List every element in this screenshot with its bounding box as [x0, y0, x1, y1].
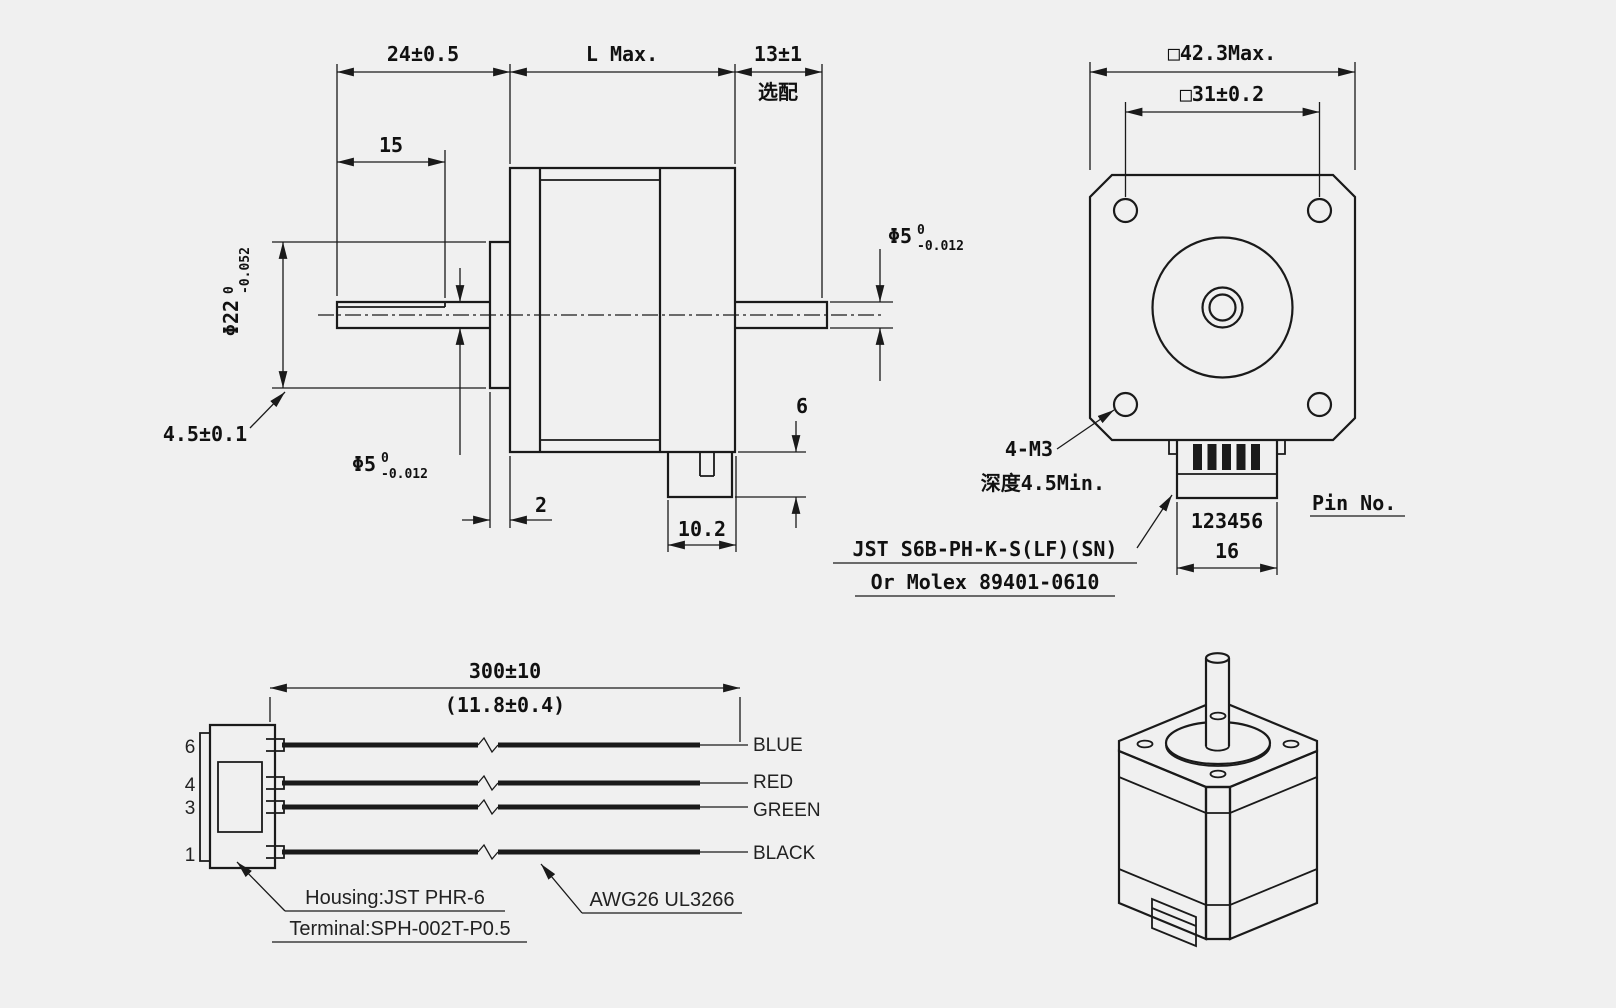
dim-hole-pitch-label: □31±0.2 [1180, 82, 1264, 106]
front-connector [1168, 440, 1286, 500]
iso-shaft-body [1206, 658, 1229, 746]
iso-connector [1151, 897, 1197, 948]
dim-rear-shaft-label: 13±1 [754, 42, 802, 66]
lead-wires [282, 736, 748, 861]
dim-front-shaft-dia: Φ5 0 -0.012 [352, 268, 465, 482]
boss-dia-sup: 0 [222, 286, 237, 294]
wire-label-black: BLACK [753, 843, 816, 864]
dim-flat: 15 [337, 133, 446, 298]
lead-pin-numbers: 6 4 3 1 [185, 737, 196, 866]
wire-label-red: RED [753, 772, 793, 793]
dim-flat-length-label: 15 [379, 133, 403, 157]
dim-body-length-label: L Max. [586, 42, 658, 66]
pin-number-4: 4 [185, 775, 196, 796]
dim-shaft-length-label: 24±0.5 [387, 42, 459, 66]
connector-pin-slot [1222, 444, 1231, 470]
top-dimensions: 24±0.5 L Max. 13±1 选配 [336, 42, 823, 298]
connector-note-line2: Or Molex 89401-0610 [871, 570, 1100, 594]
front-face-outline [1088, 173, 1357, 442]
dim-connector-length-label: 10.2 [678, 517, 726, 541]
connector-pin-slot [1193, 444, 1202, 470]
iso-screw-hole [1282, 739, 1300, 749]
iso-shaft-sides [1204, 658, 1231, 746]
dim-lead-length-label: 300±10 [469, 659, 541, 683]
wire-color-labels: BLUE RED GREEN BLACK [753, 735, 821, 864]
front-shaft-dia-main: Φ5 [352, 452, 376, 476]
iso-shaft-base [1205, 745, 1230, 752]
boss-dia-sub: -0.052 [238, 247, 253, 294]
dim-hole-pitch: □31±0.2 [1124, 82, 1321, 197]
rear-shaft-dia-sub: -0.012 [917, 239, 964, 254]
pin-number-3: 3 [185, 798, 196, 819]
mount-hole-callout: 4-M3 深度4.5Min. [981, 409, 1115, 495]
mount-depth-label: 深度4.5Min. [981, 471, 1105, 495]
dim-boss-diameter: Φ22 0 -0.052 [219, 241, 486, 389]
connector-pin-slot [1207, 444, 1217, 470]
optional-label: 选配 [758, 80, 798, 104]
iso-boss-thickness [1165, 744, 1271, 767]
terminal-note: Terminal:SPH-002T-P0.5 [289, 918, 510, 940]
dim-pilot-depth-label: 2 [535, 493, 547, 517]
iso-front-flange-line [1118, 776, 1318, 814]
pin-no-label: Pin No. [1312, 491, 1396, 515]
mount-hole-top-right [1306, 197, 1333, 224]
connector-pin-slot [1236, 444, 1246, 470]
dim-connector-width-label: 16 [1215, 539, 1239, 563]
mount-hole-bottom-right [1306, 391, 1333, 418]
dim-connector-height: 6 [735, 394, 808, 528]
front-shaft-dia-sup: 0 [381, 451, 389, 466]
pin-number-6: 6 [185, 737, 196, 758]
connector-note-line1: JST S6B-PH-K-S(LF)(SN) [853, 537, 1118, 561]
pin-numbering: 123456 Pin No. 16 [1176, 491, 1405, 575]
iso-front-chamfer-face [1204, 785, 1232, 941]
wiring-notes: Housing:JST PHR-6 Terminal:SPH-002T-P0.5… [236, 861, 742, 943]
wire-gauge-note: AWG26 UL3266 [590, 889, 735, 911]
iso-shaft-top [1204, 652, 1231, 664]
iso-connector-line [1151, 907, 1197, 927]
wire-label-blue: BLUE [753, 735, 803, 756]
dim-connector-height-label: 6 [796, 394, 808, 418]
dim-lead-length-inch-label: (11.8±0.4) [445, 693, 565, 717]
lead-connector-housing [199, 723, 285, 870]
boss-dia-main: Φ22 [219, 300, 243, 336]
dim-lead-length: 300±10 (11.8±0.4) [269, 659, 741, 742]
iso-rear-flange-line [1118, 868, 1318, 906]
connector-part-note: JST S6B-PH-K-S(LF)(SN) Or Molex 89401-06… [833, 494, 1173, 597]
iso-view [1117, 652, 1319, 948]
dim-boss-offset: 4.5±0.1 [163, 391, 286, 446]
motor-body-outline [318, 166, 885, 499]
dim-pilot-depth: 2 [462, 392, 552, 528]
dim-boss-offset-label: 4.5±0.1 [163, 422, 247, 446]
dim-frame-label: □42.3Max. [1168, 41, 1276, 65]
wire-label-green: GREEN [753, 800, 821, 821]
iso-screw-hole [1136, 739, 1154, 749]
iso-screw-hole [1209, 711, 1227, 721]
front-shaft-dia-sub: -0.012 [381, 467, 428, 482]
rear-shaft-dia-sup: 0 [917, 223, 925, 238]
mount-hole-top-left [1112, 197, 1139, 224]
front-view: □42.3Max. □31±0.2 4-M3 深度4.5Min. 12 [833, 41, 1405, 597]
iso-screw-hole [1209, 769, 1227, 779]
connector-pin-slot [1251, 444, 1260, 470]
mount-holes-label: 4-M3 [1005, 437, 1053, 461]
mount-hole-bottom-left [1112, 391, 1139, 418]
housing-note: Housing:JST PHR-6 [305, 887, 485, 909]
side-view: 24±0.5 L Max. 13±1 选配 15 Φ22 0 -0.052 4.… [163, 42, 964, 552]
rear-shaft-dia-main: Φ5 [888, 224, 912, 248]
pin-number-1: 1 [185, 845, 196, 866]
dim-frame-width: □42.3Max. [1089, 41, 1356, 170]
pin-numbers-label: 123456 [1191, 509, 1263, 533]
iso-right-face [1228, 749, 1319, 941]
dim-connector-length: 10.2 [667, 456, 737, 552]
wiring-diagram: 300±10 (11.8±0.4) 6 4 3 1 [185, 659, 821, 943]
dim-rear-shaft-dia: Φ5 0 -0.012 [830, 223, 964, 381]
